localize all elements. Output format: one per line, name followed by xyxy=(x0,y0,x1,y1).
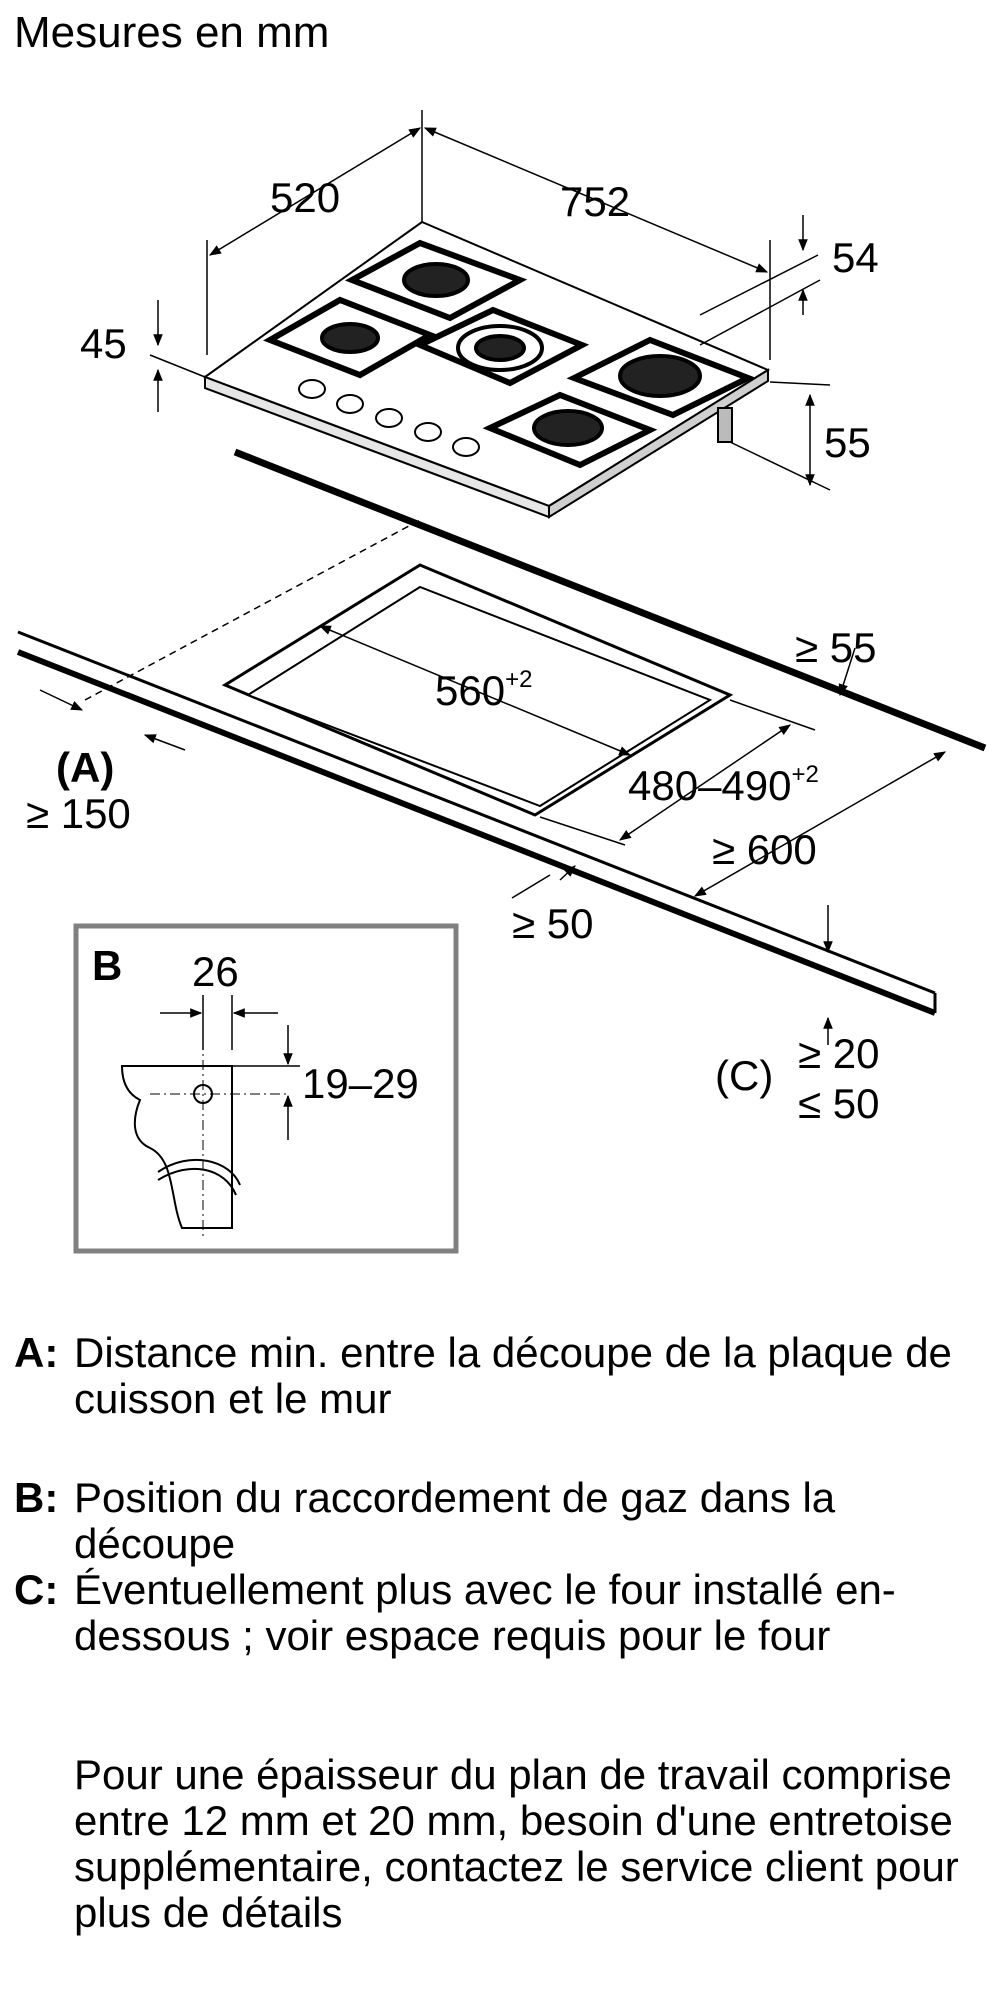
label-480-490: 480–490+2 xyxy=(628,761,819,809)
hob-side-edge xyxy=(548,368,769,519)
legend-text-a: Distance min. entre la découpe de la pla… xyxy=(74,1329,952,1422)
knob xyxy=(452,437,480,457)
gas-connector xyxy=(717,407,733,443)
worktop-back-edge xyxy=(233,448,987,752)
knob xyxy=(298,379,326,399)
pan-support xyxy=(566,336,756,419)
label-560: 560+2 xyxy=(435,666,532,714)
legend-key-c: C: xyxy=(14,1566,59,1613)
cutout-dimensions xyxy=(39,625,947,1045)
label-480-490-tolerance: +2 xyxy=(792,761,819,788)
burner xyxy=(532,409,604,447)
legend-item-b: B: Position du raccordement de gaz dans … xyxy=(14,1475,974,1567)
legend-item-a: A: Distance min. entre la découpe de la … xyxy=(14,1330,974,1422)
dim-480-ext1 xyxy=(729,699,816,731)
detail-b-label: B xyxy=(92,942,122,989)
legend-text-b: Position du raccordement de gaz dans la … xyxy=(74,1474,836,1567)
knob xyxy=(336,394,364,414)
dim-600 xyxy=(693,751,947,897)
legend-key-a: A: xyxy=(14,1329,59,1376)
break-line xyxy=(157,1167,237,1196)
label-520: 520 xyxy=(270,174,340,221)
hob-dimensions xyxy=(149,110,831,491)
dim-54-ext2 xyxy=(699,279,821,346)
label-480-490-value: 480–490 xyxy=(628,762,792,809)
legend-key-b: B: xyxy=(14,1474,59,1521)
dim-A-a xyxy=(39,689,84,711)
worktop-profile xyxy=(120,1065,233,1229)
knobs xyxy=(298,379,480,457)
installation-note: Pour une épaisseur du plan de travail co… xyxy=(74,1751,959,1936)
burner xyxy=(320,322,380,354)
knob xyxy=(414,422,442,442)
label-wall-distance: ≥ 150 xyxy=(26,790,131,837)
wall-projection xyxy=(84,519,421,701)
page-title: Mesures en mm xyxy=(14,8,330,57)
burner xyxy=(402,262,470,298)
worktop-front-top xyxy=(17,630,936,995)
dim-55-ext xyxy=(769,381,831,386)
gas-hole xyxy=(193,1084,213,1104)
label-55-hob: 55 xyxy=(824,419,871,466)
pan-support xyxy=(412,306,590,387)
burner xyxy=(618,354,702,398)
dim-45-ext xyxy=(149,354,206,378)
burner-wok-core xyxy=(474,334,526,362)
label-C-min: ≥ 20 xyxy=(798,1030,879,1077)
burners xyxy=(263,239,756,469)
dim-480-ext2 xyxy=(539,816,626,846)
dim-55-back xyxy=(838,647,856,697)
label-54: 54 xyxy=(832,234,879,281)
dim-50-front-a xyxy=(559,865,576,881)
label-560-tolerance: +2 xyxy=(505,666,532,693)
label-worktop-depth: ≥ 600 xyxy=(712,826,817,873)
detail-b-box: B 26 19–29 xyxy=(73,923,459,1254)
label-26: 26 xyxy=(192,948,239,995)
label-752: 752 xyxy=(560,178,630,225)
dim-560 xyxy=(318,625,632,756)
label-back-clearance: ≥ 55 xyxy=(795,624,876,671)
dim-55-ext2 xyxy=(729,441,831,491)
label-19-29: 19–29 xyxy=(302,1060,419,1107)
dim-752 xyxy=(423,127,769,273)
legend-text-c: Éventuellement plus avec le four install… xyxy=(74,1566,896,1659)
label-C: (C) xyxy=(715,1052,773,1099)
label-A: (A) xyxy=(56,744,114,791)
dim-520 xyxy=(208,127,422,256)
label-front-clearance: ≥ 50 xyxy=(512,900,593,947)
dim-50-front-b xyxy=(511,874,551,899)
worktop-front-mid xyxy=(16,649,937,1016)
hob-illustration xyxy=(202,220,771,519)
installation-diagram: 520 752 54 45 55 560+2 480–490+2 ≥ 55 ≥ … xyxy=(16,110,987,1254)
label-45: 45 xyxy=(80,320,127,367)
pan-support xyxy=(263,296,437,379)
knob xyxy=(375,408,403,428)
label-560-value: 560 xyxy=(435,667,505,714)
dim-54-ext1 xyxy=(699,254,819,316)
legend-item-c: C: Éventuellement plus avec le four inst… xyxy=(14,1567,974,1659)
pan-support xyxy=(482,391,658,469)
dim-A-b xyxy=(143,734,186,751)
label-C-max: ≤ 50 xyxy=(798,1080,879,1127)
break-line xyxy=(157,1158,241,1186)
